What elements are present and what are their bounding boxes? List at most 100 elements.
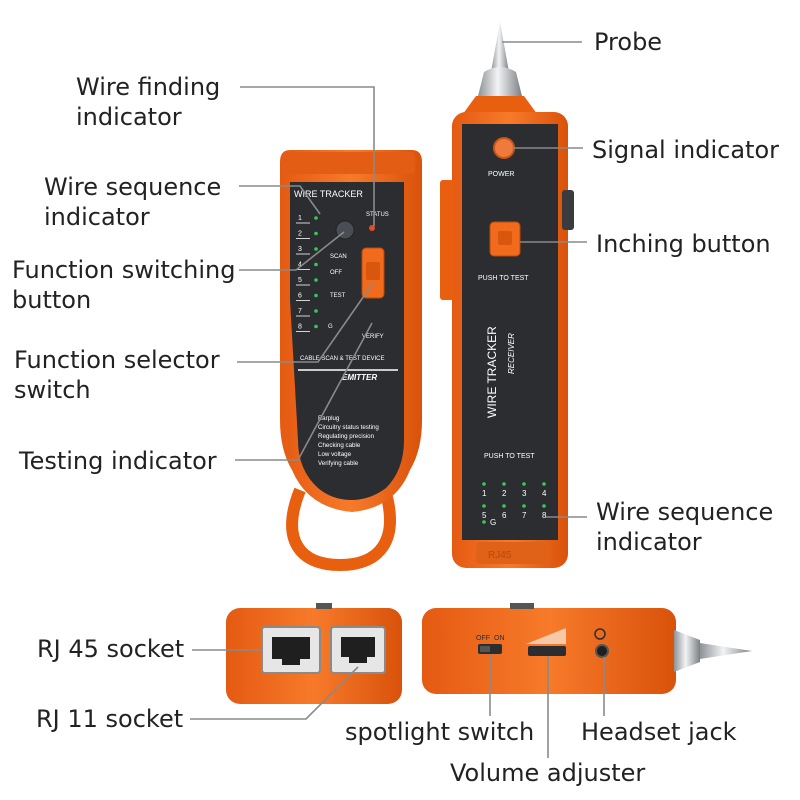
emitter-wire-led-icon [314, 262, 318, 267]
emitter-verify-label: VERIFY [362, 334, 384, 340]
receiver-subtitle: RECEIVER [507, 333, 516, 374]
receiver-wire-led-icon [522, 482, 526, 486]
label-rj45-socket: RJ 45 socket [37, 635, 185, 663]
receiver-wire-led-icon [502, 504, 506, 508]
spotlight-on-label: ON [494, 635, 505, 642]
emitter-lanyard-loop [286, 487, 396, 572]
receiver-wire-number: 6 [502, 511, 507, 520]
leader-rj11 [190, 666, 359, 720]
receiver-probe-cone [478, 67, 522, 96]
leader-function-selector [237, 282, 374, 363]
emitter-test-label: TEST [330, 293, 346, 299]
receiver-side-view: OFF ON [422, 603, 752, 694]
emitter-wire-led-icon [314, 293, 318, 298]
label-signal-indicator: Signal indicator [592, 136, 779, 164]
label-wire-sequence-indicator-left: Wire sequence indicator [44, 173, 222, 231]
inching-button-cap [498, 231, 512, 245]
emitter-cable-scan: CABLE SCAN & TEST DEVICE [300, 356, 384, 362]
label-function-selector-switch: Function selector switch [14, 346, 220, 404]
receiver-probe-tip [491, 22, 509, 72]
emitter-wire-number: 2 [298, 231, 302, 238]
label-probe: Probe [594, 28, 663, 56]
label-function-switching-button: Function switching button [12, 256, 236, 314]
leader-wire-finding [240, 86, 375, 226]
receiver-ground-led-icon [482, 520, 486, 524]
receiver-push-to-test-2: PUSH TO TEST [484, 453, 535, 460]
emitter-wire-number: 8 [298, 324, 302, 331]
emitter-wire-led-icon [314, 231, 318, 236]
emitter-wire-number: 5 [298, 277, 302, 284]
receiver-power-label: POWER [488, 171, 514, 178]
receiver-wire-led-icon [522, 504, 526, 508]
receiver-wire-led-icon [542, 482, 546, 486]
label-wire-sequence-indicator-right: Wire sequence indicator [596, 498, 774, 556]
signal-indicator-icon [493, 137, 515, 159]
receiver-rj45-label: RJ45 [488, 550, 512, 561]
spotlight-switch-thumb [480, 646, 490, 652]
emitter-wire-led-icon [314, 216, 318, 220]
receiver-wire-led-icon [482, 504, 486, 508]
emitter-function-item: Earplug [318, 415, 340, 422]
label-volume-adjuster: Volume adjuster [450, 759, 646, 787]
emitter-function-item: Circuitry status testing [318, 424, 379, 431]
emitter-wire-led-icon [314, 309, 318, 313]
leader-testing [235, 322, 373, 461]
emitter-wire-sequence: 1 2 3 4 5 6 7 8 [296, 215, 318, 332]
receiver-wire-number: 2 [502, 489, 507, 498]
volume-adjuster[interactable] [528, 646, 566, 656]
end-view-nub [316, 603, 332, 609]
emitter-wire-number: 6 [298, 293, 302, 300]
leader-function-switching [239, 231, 345, 271]
spotlight-off-label: OFF [476, 635, 490, 642]
emitter-function-item: Verifying cable [318, 460, 359, 467]
label-spotlight-switch: spotlight switch [345, 718, 535, 746]
receiver-wire-number: 1 [482, 489, 487, 498]
emitter-wire-number: 4 [298, 262, 302, 269]
volume-wedge-icon [526, 628, 566, 644]
headset-icon [594, 628, 606, 640]
emitter-scan-label: SCAN [330, 254, 347, 260]
side-view-nub [510, 603, 534, 609]
leader-lines [190, 41, 605, 758]
receiver-rj45-plate [476, 542, 548, 564]
emitter-wire-number: 1 [298, 215, 302, 222]
emitter-title: WIRE TRACKER [294, 189, 363, 199]
receiver-wire-number: 4 [542, 489, 547, 498]
headset-jack[interactable] [595, 644, 609, 658]
emitter-status-label: STATUS [366, 212, 389, 218]
receiver-wire-number: 3 [522, 489, 527, 498]
emitter-off-label: OFF [330, 270, 342, 276]
emitter-wire-number: 3 [298, 246, 302, 253]
emitter-wire-led-icon [314, 278, 318, 282]
leader-wire-sequence-left [239, 185, 321, 215]
receiver-wire-number: 5 [482, 511, 487, 520]
receiver-ground-label: G [490, 518, 496, 527]
label-rj11-socket: RJ 11 socket [36, 705, 184, 733]
emitter-wire-number: 7 [298, 308, 302, 315]
emitter-device: WIRE TRACKER STATUS 1 2 3 4 5 6 7 8 SCAN OFF TE… [280, 150, 422, 572]
emitter-emitter-label: EMITTER [342, 373, 377, 382]
side-view-probe-cone [674, 630, 700, 672]
receiver-side-grip [440, 180, 454, 300]
label-inching-button: Inching button [596, 230, 771, 258]
emitter-top-ridge [285, 152, 415, 174]
label-headset-jack: Headset jack [581, 718, 737, 746]
label-wire-finding-indicator: Wire finding indicator [76, 73, 221, 131]
emitter-function-item: Regulating precision [318, 433, 375, 440]
rj45-socket-cavity [272, 637, 310, 659]
emitter-end-view [226, 603, 402, 704]
rj11-socket-cavity [341, 637, 375, 657]
emitter-function-item: Checking cable [318, 442, 361, 449]
emitter-wire-led-icon [314, 324, 318, 329]
label-testing-indicator: Testing indicator [19, 447, 217, 475]
emitter-function-item: Low voltage [318, 451, 352, 458]
emitter-wire-led-icon [314, 247, 318, 251]
emitter-g-label: G [328, 324, 333, 330]
receiver-wire-number: 8 [542, 511, 547, 520]
receiver-device: RJ45 POWER PUSH TO TEST WIRE TRACKER REC… [440, 22, 574, 568]
selector-thumb [366, 262, 380, 280]
